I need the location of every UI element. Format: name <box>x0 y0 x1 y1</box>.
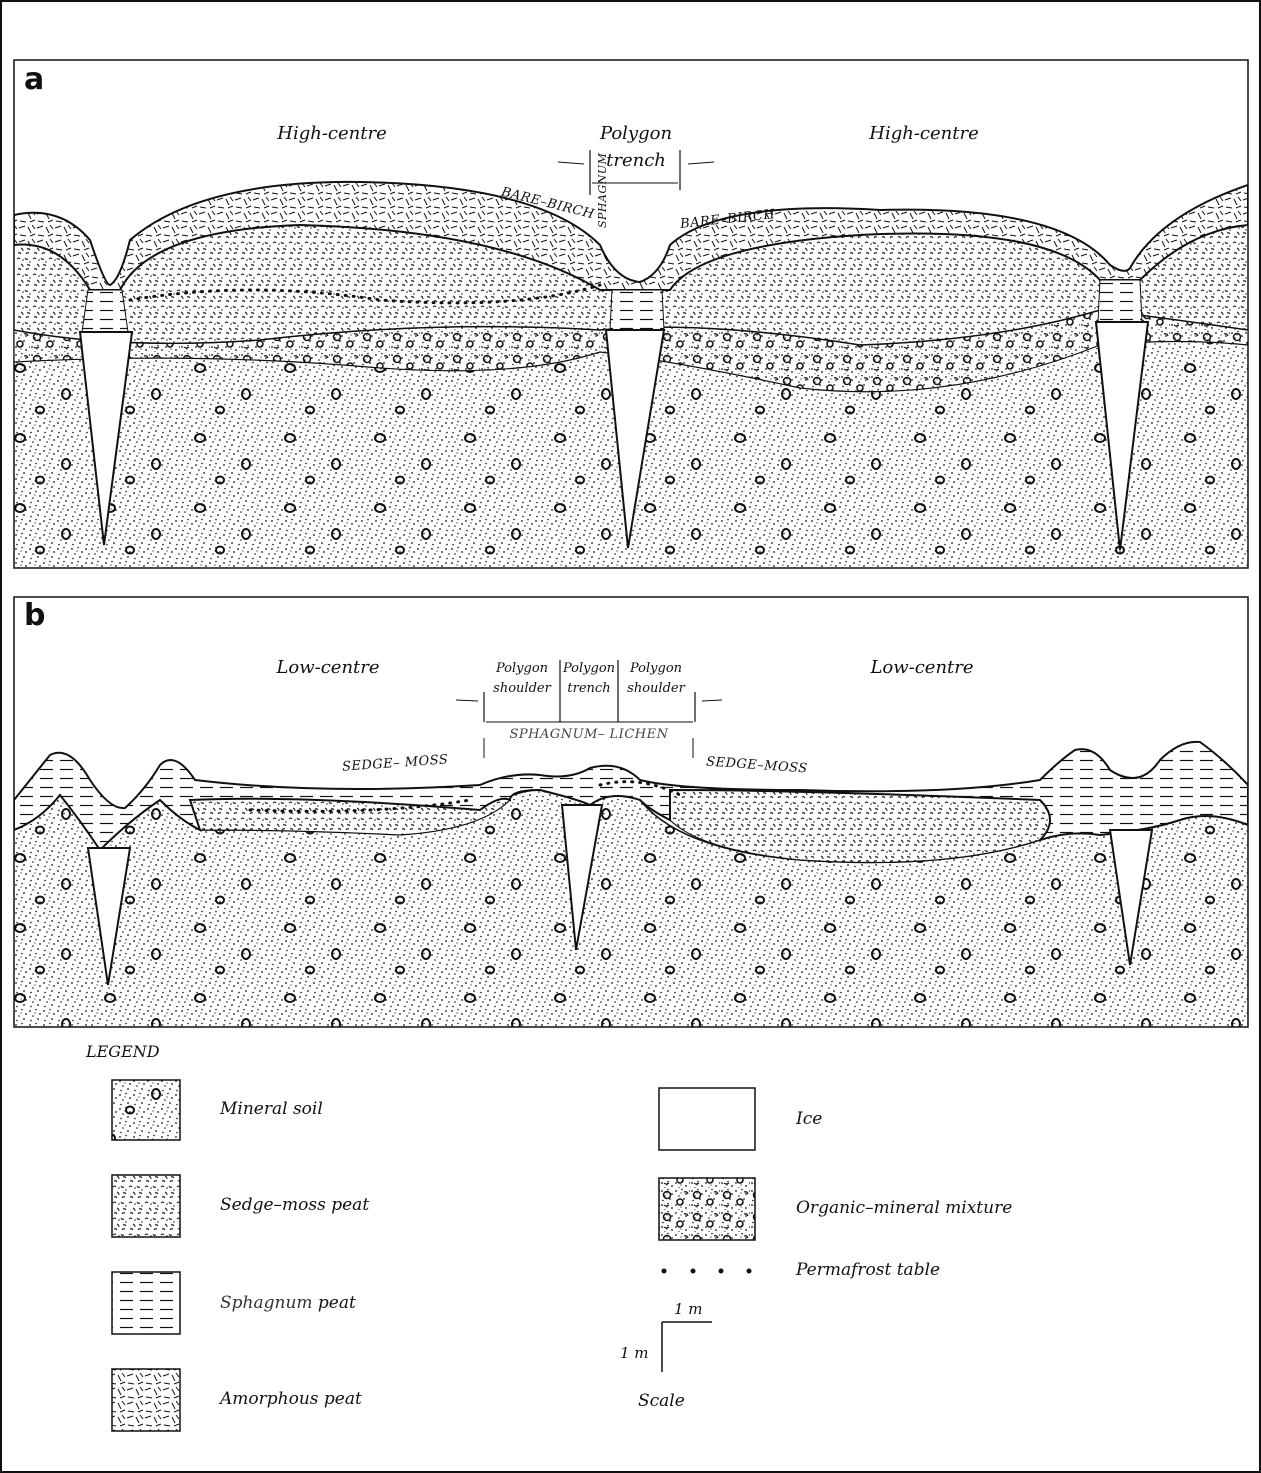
panel-a-sphagnum-trough-1 <box>82 290 128 332</box>
legend-swatch-amorphous-peat <box>112 1369 180 1431</box>
legend-sphagnum-rest: peat <box>313 1293 356 1313</box>
panel-b-trench-line1: Polygon <box>563 661 615 676</box>
legend-label-mineral-soil: Mineral soil <box>220 1099 323 1119</box>
legend-swatch-sedge-moss-peat <box>112 1175 180 1237</box>
panel-b-sphagnum-lichen: SPHAGNUM– LICHEN <box>510 727 669 742</box>
legend-sphagnum-word: Sphagnum <box>220 1293 313 1313</box>
panel-b-shoulder-left-line2: shoulder <box>493 681 551 696</box>
panel-b-low-centre-right: Low-centre <box>870 657 973 678</box>
legend-swatches <box>112 1080 755 1431</box>
legend-swatch-permafrost-table <box>662 1269 752 1274</box>
legend-label-sedge-moss-peat: Sedge–moss peat <box>220 1195 369 1215</box>
legend-label-sphagnum-peat: Sphagnum peat <box>220 1293 356 1313</box>
panel-a-letter: a <box>24 62 44 97</box>
legend-swatch-organic-mineral <box>659 1178 755 1240</box>
panel-b-arrow-right <box>702 700 722 701</box>
panel-a-sphagnum-trough-3 <box>1098 280 1142 322</box>
panel-b-low-centre-left: Low-centre <box>276 657 379 678</box>
panel-a-high-centre-left: High-centre <box>277 123 386 144</box>
legend-label-organic-mineral: Organic–mineral mixture <box>796 1198 1012 1218</box>
panel-a-trench-label: trench <box>606 150 666 171</box>
scale-vertical-label: 1 m <box>620 1344 649 1362</box>
panel-b-shoulder-right-line2: shoulder <box>627 681 685 696</box>
panel-a-high-centre-right: High-centre <box>869 123 978 144</box>
panel-b-shoulder-right-line1: Polygon <box>630 661 682 676</box>
panel-a-sphagnum-vertical: SPHAGNUM <box>596 153 609 228</box>
panel-a-arrow-left <box>558 162 584 164</box>
legend-label-permafrost-table: Permafrost table <box>796 1260 940 1280</box>
legend-label-ice: Ice <box>796 1109 822 1129</box>
panel-b-trench-line2: trench <box>567 681 610 696</box>
scale-horizontal-label: 1 m <box>674 1300 703 1318</box>
scale-title: Scale <box>638 1391 685 1411</box>
legend-swatch-sphagnum-peat <box>112 1272 180 1334</box>
panel-b-letter: b <box>24 598 45 633</box>
legend-label-amorphous-peat: Amorphous peat <box>220 1389 362 1409</box>
legend-swatch-ice <box>659 1088 755 1150</box>
legend-swatch-mineral-soil <box>112 1080 180 1140</box>
panel-a-polygon-label: Polygon <box>600 123 672 144</box>
panel-b-arrow-left <box>456 700 478 701</box>
panel-a-arrow-right <box>688 162 714 164</box>
panel-a-sphagnum-trough-2 <box>610 290 664 330</box>
panel-b-shoulder-left-line1: Polygon <box>496 661 548 676</box>
scale-bar <box>662 1322 712 1372</box>
legend-title: LEGEND <box>86 1042 160 1061</box>
